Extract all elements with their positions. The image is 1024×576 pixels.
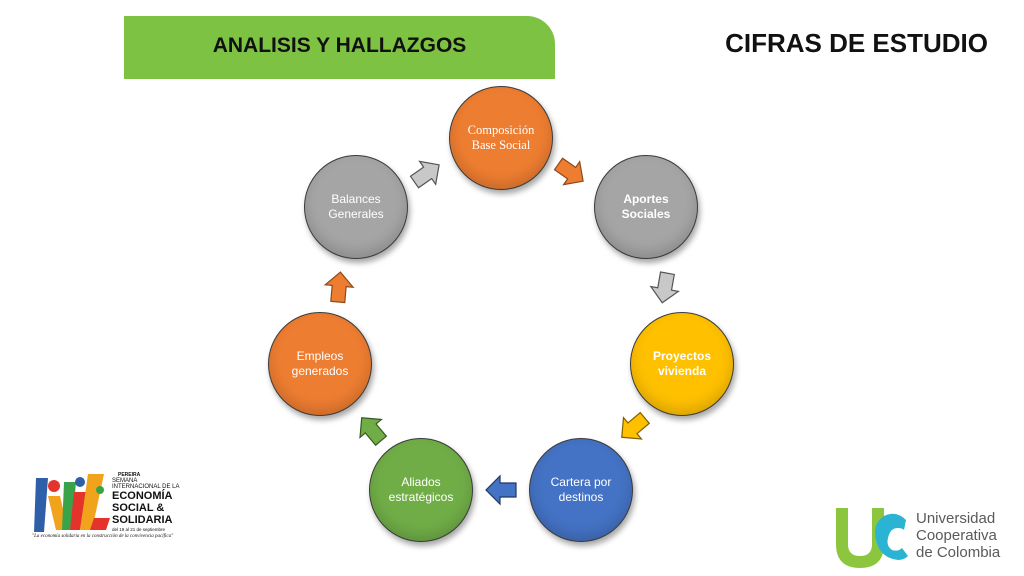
event-dates: del 19 al 21 de septiembre bbox=[112, 527, 166, 532]
arrow-icon bbox=[553, 157, 584, 186]
university-name: Universidad Cooperativa de Colombia bbox=[916, 510, 1001, 561]
arrow-icon bbox=[485, 474, 517, 506]
arrow-icon bbox=[621, 411, 651, 440]
esf-emblem-icon bbox=[34, 474, 110, 532]
banner-title: ANALISIS Y HALLAZGOS bbox=[212, 34, 467, 57]
arrow-icon bbox=[323, 271, 355, 304]
page-title: CIFRAS DE ESTUDIO bbox=[725, 28, 988, 58]
arrow-icon bbox=[409, 160, 440, 189]
event-line3: ECONOMÍA bbox=[112, 490, 173, 502]
arrow-icon bbox=[649, 271, 680, 304]
arrow-icon bbox=[359, 417, 388, 447]
event-line5: SOLIDARIA bbox=[112, 514, 173, 526]
ucc-emblem-icon bbox=[836, 508, 908, 568]
title-banner: ANALISIS Y HALLAZGOS bbox=[124, 16, 555, 79]
event-line2: INTERNACIONAL DE LA bbox=[112, 484, 180, 490]
event-slogan: "La economía solidaria en la construcció… bbox=[32, 534, 174, 539]
event-line1: SEMANA bbox=[112, 478, 138, 484]
event-line4: SOCIAL & bbox=[112, 502, 165, 514]
university-logo: Universidad Cooperativa de Colombia bbox=[830, 502, 1016, 572]
event-logo: PEREIRA SEMANA INTERNACIONAL DE LA ECONO… bbox=[30, 462, 180, 544]
event-city: PEREIRA bbox=[118, 472, 141, 478]
